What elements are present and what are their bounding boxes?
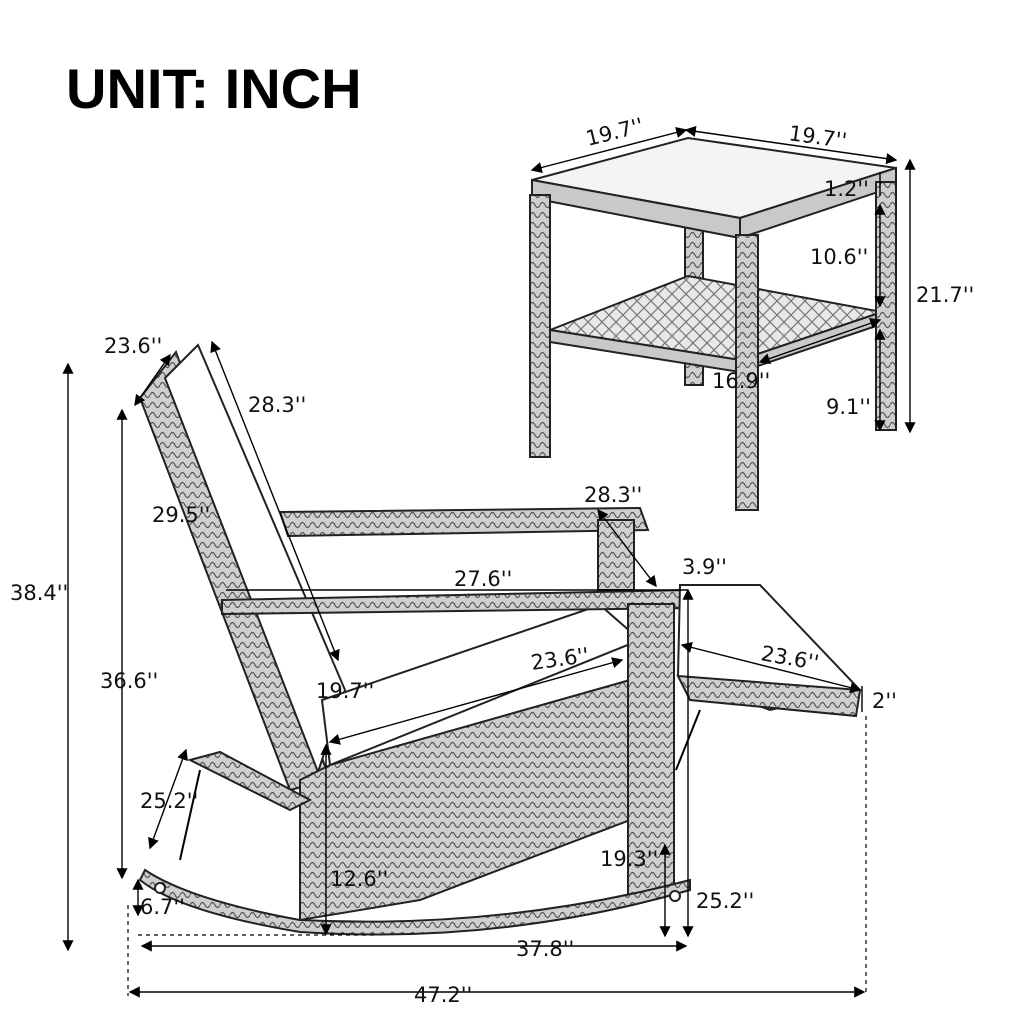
chair-rear-strut [179,769,201,861]
label-rocker-lift: 6.7'' [140,895,185,919]
label-table-width: 19.7'' [583,113,645,150]
dim-line-arm-length [597,508,657,588]
dim-line-table-depth [684,125,898,165]
label-total-height: 38.4'' [10,581,68,605]
label-shelf-width: 16.9'' [712,369,770,393]
dim-line-table-width [530,127,688,173]
side-table-dimensions [530,125,916,434]
label-rocker-height: 25.2'' [140,789,198,813]
chair-arm-back [278,506,650,538]
label-base-depth: 37.8'' [516,937,574,961]
label-back-length: 28.3'' [248,393,306,417]
label-top-thickness: 1.2'' [824,177,869,201]
label-arm-height: 25.2'' [696,889,754,913]
label-footrest-thickness: 2'' [872,689,897,713]
label-seat-width: 19.7'' [316,679,374,703]
dim-line-back-length [210,340,340,662]
label-arm-span: 27.6'' [454,567,512,591]
label-arm-length: 28.3'' [584,483,642,507]
dim-line-seat-depth [328,657,624,745]
table-leg-front-right [875,181,897,431]
label-total-depth: 47.2'' [414,983,472,1007]
label-table-height: 21.7'' [916,283,974,307]
chair-rear-leg [187,750,313,812]
dim-line-shelf-width [758,317,882,365]
label-back-width: 23.6'' [104,334,162,358]
label-seat-height: 12.6'' [330,867,388,891]
table-leg-front-left [529,194,551,458]
label-shelf-height: 9.1'' [826,395,871,419]
label-table-depth: 19.7'' [787,121,848,153]
rocker-bolt-front [669,890,681,902]
rocker-bolt-back [154,882,166,894]
table-leg-front-center [735,234,759,511]
label-arm-width: 3.9'' [682,555,727,579]
page-title: UNIT: INCH [66,57,362,120]
label-seat-back-height: 36.6'' [100,669,158,693]
dim-line-back-width [134,353,171,407]
dim-line-rocker-height [148,748,188,850]
label-back-frame: 29.5'' [152,503,210,527]
label-front-height: 19.3'' [600,847,658,871]
chair-dimensions [62,340,867,998]
label-shelf-gap: 10.6'' [810,245,868,269]
chair-arm-post-back [597,519,635,591]
dim-line-footrest-length [680,641,862,694]
